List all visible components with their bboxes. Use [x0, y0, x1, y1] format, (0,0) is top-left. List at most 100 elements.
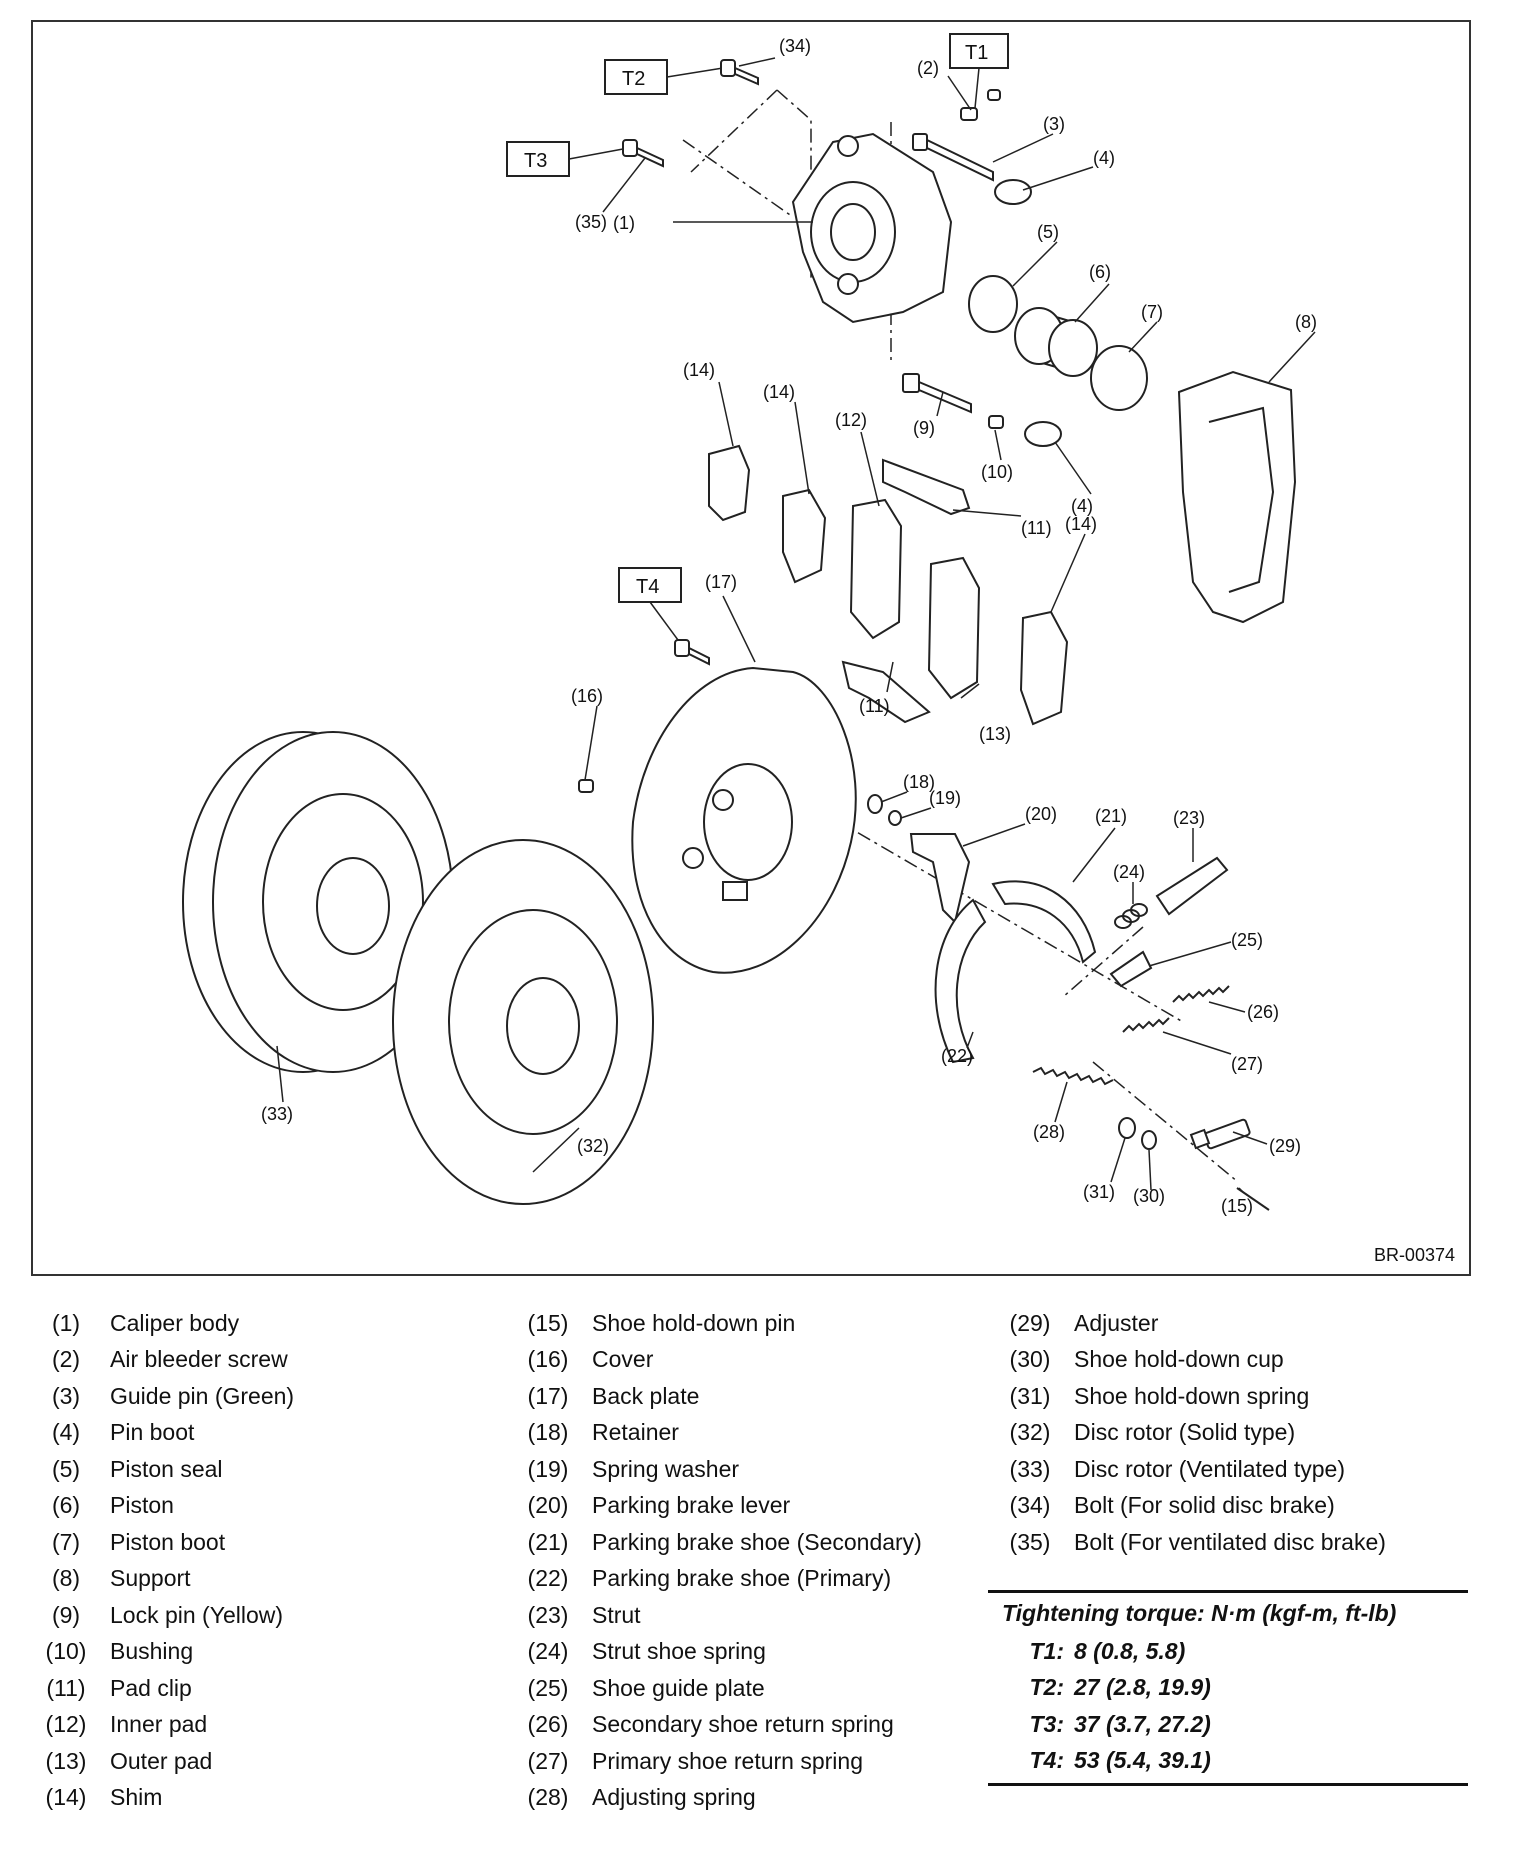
torque-tag-t1: T1: [949, 33, 1009, 109]
piston-boot: [1090, 345, 1148, 411]
legend-num: (14): [45, 1784, 87, 1811]
callout-23: (23): [1173, 808, 1205, 828]
callout-labels: (1) (2) (3) (4) (4) (5) (6) (7) (8) (9) …: [261, 36, 1317, 1216]
legend-name: Air bleeder screw: [110, 1346, 288, 1373]
legend-name: Piston seal: [110, 1455, 223, 1482]
torque-row: T1:8 (0.8, 5.8): [988, 1633, 1468, 1670]
legend-num: (15): [527, 1309, 569, 1336]
parking-brake-lever: [909, 833, 971, 924]
legend-num: (23): [527, 1601, 569, 1628]
torque-code: T2:: [1029, 1674, 1065, 1701]
callout-14a: (14): [683, 360, 715, 380]
bolt-34: [720, 59, 759, 86]
legend-num: (26): [527, 1711, 569, 1738]
legend-num: (16): [527, 1346, 569, 1373]
callout-16: (16): [571, 686, 603, 706]
figure-code: BR-00374: [1373, 1245, 1455, 1265]
callout-35: (35): [575, 212, 607, 232]
callout-33: (33): [261, 1104, 293, 1124]
legend-item: (20)Parking brake lever: [512, 1488, 922, 1525]
leader-lines: [276, 57, 1316, 1193]
caliper-body: [791, 132, 953, 324]
legend-item: (29)Adjuster: [994, 1305, 1386, 1342]
legend-item: (7) Piston boot: [30, 1524, 294, 1561]
torque-row: T3:37 (3.7, 27.2): [988, 1706, 1468, 1743]
support-bracket: [1177, 370, 1297, 624]
shoe-guide-plate: [1109, 950, 1153, 988]
legend-name: Piston boot: [110, 1528, 226, 1555]
tag-t2: T2: [622, 68, 645, 90]
legend-item: (35)Bolt (For ventilated disc brake): [994, 1524, 1386, 1561]
callout-2: (2): [917, 58, 939, 78]
legend-item: (6)Piston: [30, 1488, 294, 1525]
legend-name: Parking brake shoe (Primary): [592, 1565, 892, 1592]
callout-11: (11): [1021, 518, 1052, 538]
torque-code: T4:: [1029, 1747, 1065, 1774]
legend-item: (19)Spring washer: [512, 1451, 922, 1488]
torque-code: T1:: [1029, 1637, 1065, 1664]
callout-29: (29): [1269, 1136, 1301, 1156]
torque-row: T2:27 (2.8, 19.9): [988, 1670, 1468, 1707]
shoe-hold-down-cup: [1141, 1130, 1157, 1150]
legend-name: Lock pin (Yellow): [110, 1601, 284, 1628]
adjusting-spring: [1032, 1066, 1114, 1086]
legend-num: (7): [51, 1528, 81, 1555]
callout-14b: (14): [763, 382, 795, 402]
exploded-diagram: T1 T2 T3 T4: [31, 20, 1471, 1276]
callout-13: (13): [979, 724, 1011, 744]
callout-26: (26): [1247, 1002, 1279, 1022]
legend-item: (32)Disc rotor (Solid type): [994, 1415, 1386, 1452]
legend-item: (30)Shoe hold-down cup: [994, 1342, 1386, 1379]
legend-name: Secondary shoe return spring: [592, 1711, 894, 1738]
legend-name: Retainer: [592, 1419, 679, 1446]
legend-name: Adjusting spring: [592, 1784, 756, 1811]
torque-header: Tightening torque: N·m (kgf-m, ft-lb): [1002, 1599, 1397, 1626]
torque-bottom-rule: [988, 1783, 1468, 1786]
legend-num: (30): [1009, 1346, 1051, 1373]
legend-name: Shim: [110, 1784, 163, 1811]
legend-item: (18)Retainer: [512, 1415, 922, 1452]
legend-num: (3): [51, 1382, 81, 1409]
legend-name: Outer pad: [110, 1747, 213, 1774]
legend-num: (19): [527, 1455, 569, 1482]
parking-brake-shoe-primary: [934, 898, 987, 1064]
callout-12: (12): [835, 410, 867, 430]
torque-row: T4: 53 (5.4, 39.1): [988, 1743, 1468, 1780]
callout-4: (4): [1093, 148, 1115, 168]
callout-24: (24): [1113, 862, 1145, 882]
callout-8: (8): [1295, 312, 1317, 332]
legend-column-2: (15)Shoe hold-down pin (16)Cover (17)Bac…: [512, 1305, 922, 1816]
pad-clip-upper: [882, 458, 971, 516]
legend-item: (5)Piston seal: [30, 1451, 294, 1488]
legend-name: Support: [110, 1565, 191, 1592]
legend-num: (10): [45, 1638, 87, 1665]
legend-name: Shoe hold-down pin: [592, 1309, 796, 1336]
legend-name: Bolt (For ventilated disc brake): [1074, 1528, 1386, 1555]
retainer: [867, 794, 883, 814]
callout-6: (6): [1089, 262, 1111, 282]
legend-item: (16)Cover: [512, 1342, 922, 1379]
callout-1: (1): [613, 213, 635, 233]
torque-tag-t3: T3: [506, 141, 624, 177]
legend-name: Piston: [110, 1492, 174, 1519]
torque-value: 53 (5.4, 39.1): [1074, 1747, 1211, 1774]
torque-code: T3:: [1029, 1710, 1065, 1737]
legend-item: (13)Outer pad: [30, 1743, 294, 1780]
legend-num: (1): [51, 1309, 81, 1336]
callout-14c: (14): [1065, 514, 1097, 534]
legend-item: (24)Strut shoe spring: [512, 1634, 922, 1671]
callout-9: (9): [913, 418, 935, 438]
disc-rotor-ventilated: [182, 731, 454, 1073]
legend-item: (15) Shoe hold-down pin: [512, 1305, 922, 1342]
legend-item: (9)Lock pin (Yellow): [30, 1597, 294, 1634]
callout-21: (21): [1095, 806, 1127, 826]
pad-clip-lower: [841, 660, 931, 724]
callout-34: (34): [779, 36, 811, 56]
callout-7: (7): [1141, 302, 1163, 322]
callout-30: (30): [1133, 1186, 1165, 1206]
piston: [1014, 307, 1098, 377]
torque-tag-t2: T2: [604, 59, 724, 95]
legend-item: (4)Pin boot: [30, 1415, 294, 1452]
tag-t1: T1: [965, 42, 988, 64]
legend-name: Primary shoe return spring: [592, 1747, 863, 1774]
